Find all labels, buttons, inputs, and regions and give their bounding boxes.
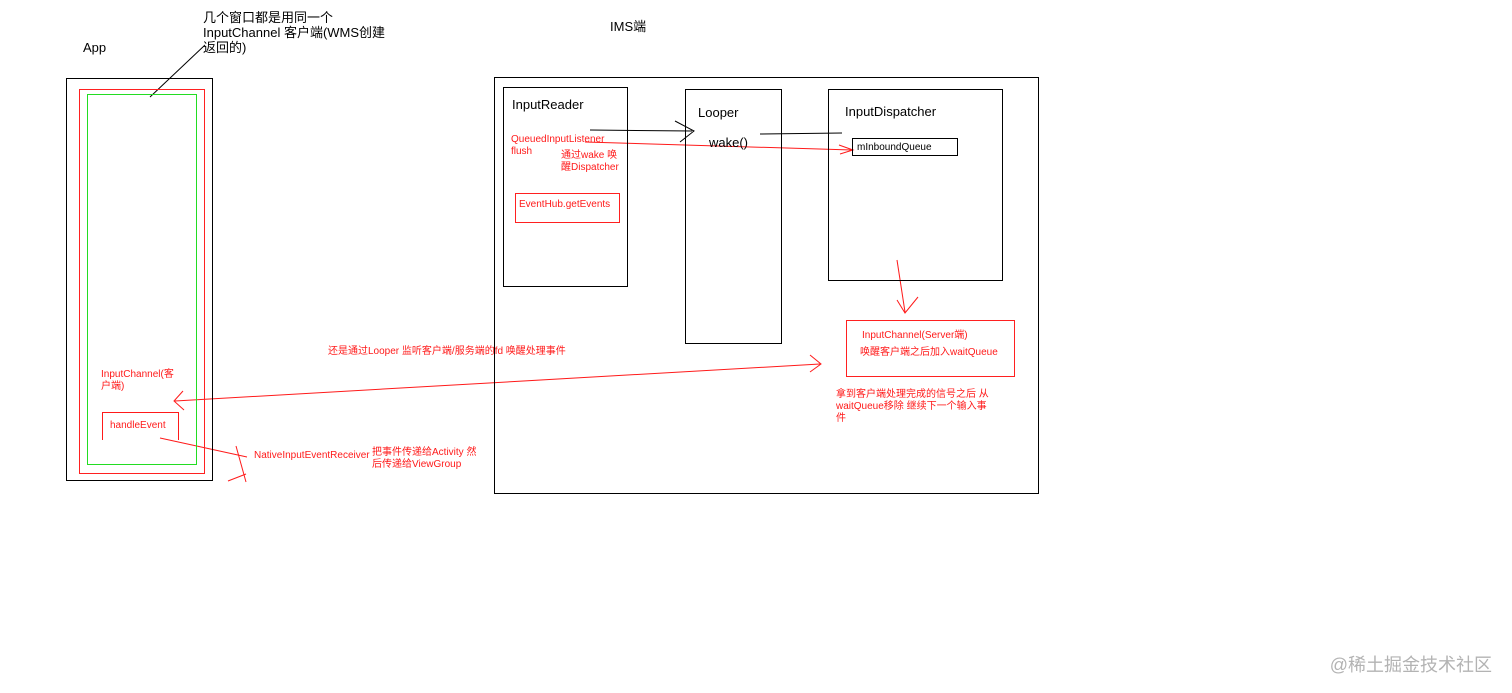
inbound-queue-label: mInboundQueue: [857, 142, 932, 153]
note-pointer-line: [149, 44, 206, 98]
server-channel-wake-note: 唤醒客户端之后加入waitQueue: [860, 347, 998, 358]
server-channel-box: [846, 320, 1015, 377]
input-dispatcher-box: [828, 89, 1003, 281]
native-receiver-label: NativeInputEventReceiver: [254, 450, 370, 461]
looper-title: Looper: [698, 105, 739, 120]
window-note: 几个窗口都是用同一个InputChannel 客户端(WMS创建返回的): [203, 10, 386, 55]
wake-to-inbound-arrowhead: [838, 144, 855, 155]
connection-note: 还是通过Looper 监听客户端/服务端的fd 唤醒处理事件: [328, 346, 566, 357]
remove-wait-queue-note: 拿到客户端处理完成的信号之后 从waitQueue移除 继续下一个输入事件: [836, 389, 989, 424]
app-title: App: [83, 40, 107, 55]
handle-event-label: handleEvent: [110, 420, 166, 431]
server-client-connection: [174, 363, 821, 402]
receiver-tick-short: [227, 473, 247, 482]
handle-event-box: [102, 412, 179, 440]
input-reader-title: InputReader: [512, 97, 584, 112]
server-channel-title: InputChannel(Server端): [862, 330, 968, 341]
eventhub-box: [515, 193, 620, 223]
reader-to-looper-arrow: [589, 129, 693, 132]
app-window-frame: [66, 78, 213, 481]
wake-dispatcher-note: 通过wake 唤醒Dispatcher: [561, 150, 619, 173]
app-window-red: [79, 89, 205, 474]
reader-to-looper-arrowhead: [674, 120, 695, 143]
dispatcher-to-server-arrowhead: [896, 296, 919, 314]
client-input-channel-label: InputChannel(客户端): [101, 369, 174, 392]
queued-listener-flush: QueuedInputListener flush: [511, 134, 605, 157]
server-side-arrowhead: [809, 354, 822, 373]
wake-call: wake(): [709, 135, 749, 150]
app-window-green: [87, 94, 197, 465]
input-reader-box: [503, 87, 628, 287]
dispatcher-to-server-arrow: [896, 259, 906, 313]
ims-title: IMS端: [610, 19, 647, 34]
ims-frame: [494, 77, 1039, 494]
input-dispatcher-title: InputDispatcher: [845, 104, 937, 119]
wake-to-inbound-arrow: [584, 141, 853, 151]
eventhub-label: EventHub.getEvents: [519, 199, 611, 210]
inbound-queue-box: [852, 138, 958, 156]
looper-box: [685, 89, 782, 344]
client-side-arrowhead: [173, 390, 185, 411]
handle-to-receiver-line: [159, 437, 248, 458]
receiver-tick-line: [235, 445, 247, 483]
watermark: @稀土掘金技术社区: [1329, 655, 1492, 675]
dispatch-note: 把事件传递给Activity 然后传递给ViewGroup: [372, 447, 477, 470]
